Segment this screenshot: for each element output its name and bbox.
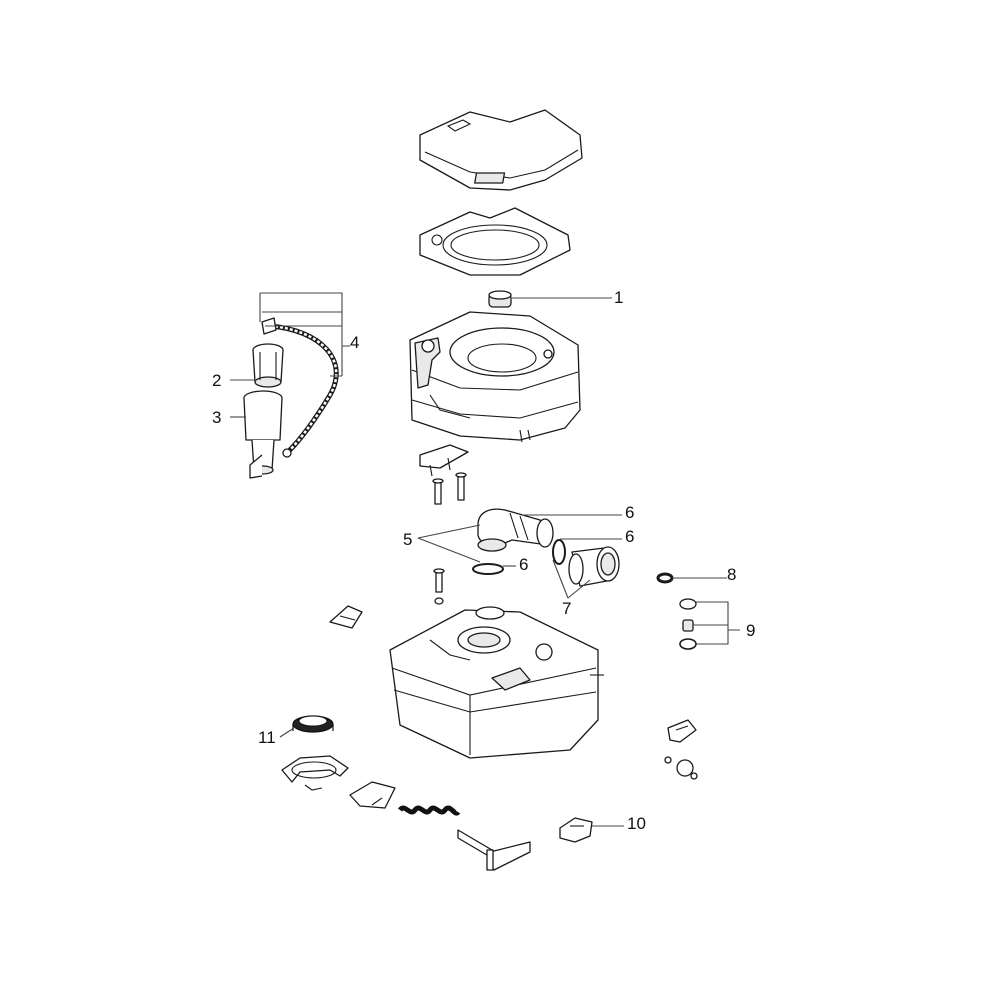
clamp-ring-part[interactable] [281, 755, 349, 791]
part-6-o-ring-right[interactable] [552, 539, 566, 565]
part-3-pump-body[interactable] [243, 390, 283, 479]
bracket-part[interactable] [419, 444, 469, 477]
screw-left[interactable] [432, 478, 444, 505]
part-4-hose[interactable] [261, 317, 339, 458]
part-10-latch[interactable] [559, 817, 593, 843]
rod-part[interactable] [457, 829, 531, 871]
leader-11 [279, 727, 295, 738]
screw-right[interactable] [455, 472, 467, 501]
callout-10: 10 [627, 814, 646, 833]
part-2-valve-top[interactable] [252, 343, 284, 388]
callout-4: 4 [350, 333, 359, 352]
leader-7 [552, 559, 591, 599]
part-7-outlet-fitting[interactable] [568, 546, 620, 587]
callout-2: 2 [212, 371, 221, 390]
callout-11: 11 [258, 728, 276, 747]
callout-8: 8 [727, 565, 736, 584]
cover-flap-part[interactable] [329, 605, 363, 629]
seal-plate-part[interactable] [349, 781, 396, 809]
knob-part[interactable] [664, 756, 698, 780]
part-9-valve-set[interactable] [679, 598, 697, 650]
callout-7: 7 [562, 599, 571, 618]
upper-tank-part[interactable] [409, 311, 581, 443]
callout-9: 9 [746, 621, 755, 640]
leader-5 [417, 524, 481, 563]
leader-lines [230, 292, 740, 827]
callout-6a: 6 [625, 503, 634, 522]
part-8-washer[interactable] [656, 572, 674, 584]
callout-6b: 6 [625, 527, 634, 546]
part-11-nut-ring[interactable] [292, 715, 334, 733]
callout-1: 1 [614, 288, 623, 307]
part-6-o-ring-left[interactable] [472, 563, 504, 575]
leader-4 [260, 292, 350, 377]
part-5-elbow-pipe[interactable] [477, 508, 554, 552]
callout-5: 5 [403, 530, 412, 549]
seat-ring-part[interactable] [419, 207, 571, 276]
callout-labels: 1 2 3 4 5 6 6 6 7 8 9 10 11 [212, 288, 755, 833]
screw-middle[interactable] [433, 568, 445, 605]
leader-9 [693, 601, 740, 645]
callout-6c: 6 [519, 555, 528, 574]
lid-part[interactable] [419, 109, 583, 191]
callout-3: 3 [212, 408, 221, 427]
clip-part-upper[interactable] [667, 719, 697, 743]
spring-part[interactable] [397, 805, 461, 816]
lower-tank-part[interactable] [389, 606, 604, 759]
